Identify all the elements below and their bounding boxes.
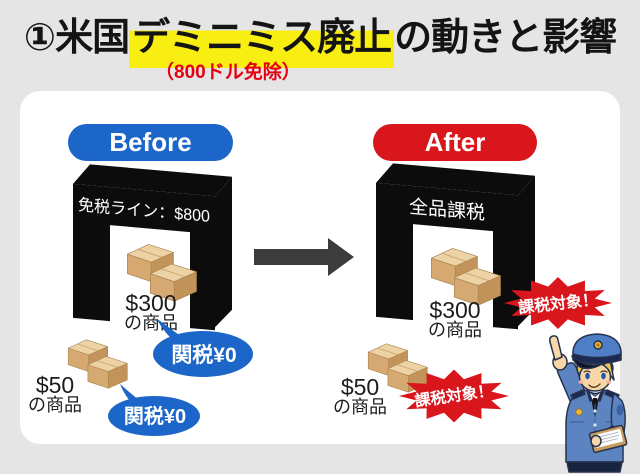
item-caption: の商品 [333, 397, 387, 417]
item-label: $50 の商品 [0, 374, 115, 415]
item-price: $300 [125, 290, 177, 316]
customs-officer-illustration [549, 333, 628, 473]
title-subtitle: （800ドル免除） [155, 62, 301, 83]
item-price: $50 [35, 372, 75, 398]
before-badge: Before [68, 124, 233, 161]
duty-free-bubble: 関税¥0 [108, 384, 200, 436]
taxable-burst: 課税対象！ [399, 369, 509, 423]
before-gate: 免税ライン：$800 [73, 164, 232, 331]
gate-side-face [215, 176, 232, 328]
item-label: $50 の商品 [300, 376, 420, 417]
after-gate: 全品課税 [376, 163, 535, 330]
taxable-burst: 課税対象！ [504, 277, 612, 329]
gate-top-face [376, 163, 535, 196]
chest-badge [575, 408, 583, 416]
after-badge: After [373, 124, 537, 161]
item-label: $300 の商品 [395, 299, 515, 340]
gate-front-face [376, 182, 518, 330]
gate-side-face [518, 175, 535, 327]
item-caption: の商品 [428, 320, 482, 340]
duty-free-bubble: 関税¥0 [153, 318, 253, 377]
title-highlight: デミニミス廃止 [129, 17, 395, 68]
package-boxes-icon [126, 244, 197, 302]
item-caption: の商品 [28, 395, 82, 415]
bubble-label: 関税¥0 [124, 404, 186, 428]
title-suffix: の動きと影響 [394, 17, 617, 59]
gate-top-face [73, 164, 232, 197]
package-boxes-icon [367, 343, 428, 393]
gate-front-face [73, 183, 215, 331]
item-price: $50 [340, 374, 380, 400]
pointing-finger [549, 335, 563, 361]
page-title: ①米国デミニミス廃止の動きと影響 [0, 6, 640, 68]
bubble-label: 関税¥0 [171, 343, 236, 367]
transition-arrow-icon [254, 238, 354, 276]
package-boxes-icon [67, 339, 128, 389]
item-price: $300 [429, 297, 481, 323]
package-boxes-icon [430, 248, 501, 306]
title-prefix: ①米国 [23, 17, 130, 59]
